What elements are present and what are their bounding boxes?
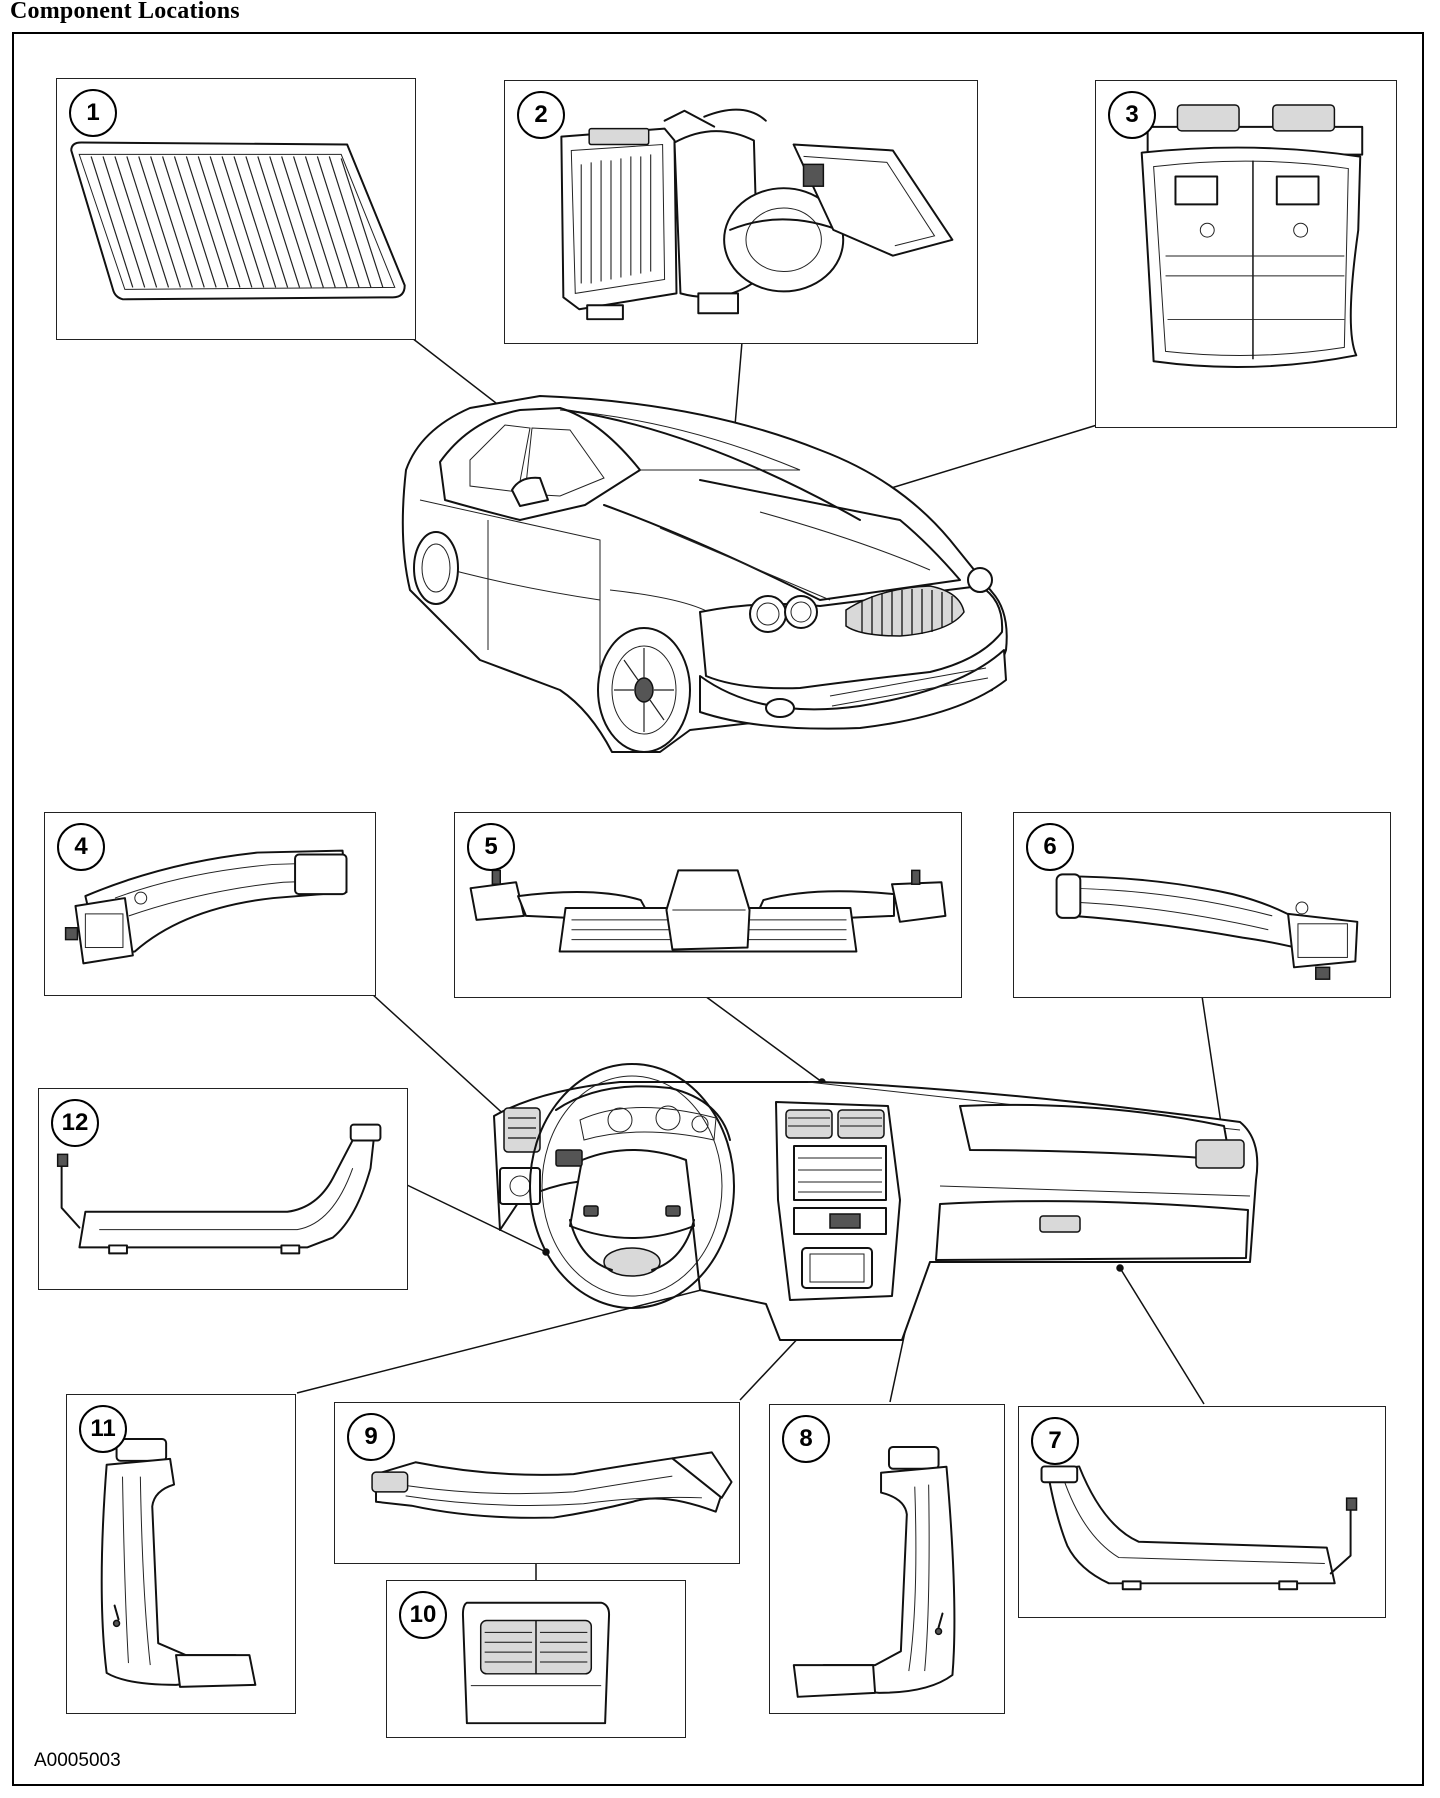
component-panel-6: 6	[1013, 812, 1391, 998]
component-panel-8: 8	[769, 1404, 1005, 1714]
component-panel-3: 3	[1095, 80, 1397, 428]
page-heading: Component Locations	[10, 0, 240, 24]
callout-2: 2	[517, 91, 565, 139]
component-panel-12: 12	[38, 1088, 408, 1290]
leader-line-7	[1119, 1267, 1205, 1405]
console-floor-duct-drawing	[371, 1451, 733, 1519]
component-panel-4: 4	[44, 812, 376, 996]
passenger-register-duct-drawing	[1055, 873, 1359, 980]
diagram-frame	[12, 32, 1424, 1786]
driver-register-duct-drawing	[64, 849, 348, 965]
callout-5: 5	[467, 823, 515, 871]
callout-7: 7	[1031, 1417, 1079, 1465]
air-inlet-duct-drawing	[1140, 104, 1364, 368]
callout-10: 10	[399, 1591, 447, 1639]
callout-6: 6	[1026, 823, 1074, 871]
callout-9: 9	[347, 1413, 395, 1461]
leader-line-12	[406, 1184, 547, 1253]
component-panel-2: 2	[504, 80, 978, 344]
hvac-housing-drawing	[560, 108, 954, 321]
callout-3: 3	[1108, 91, 1156, 139]
component-panel-9: 9	[334, 1402, 740, 1564]
callout-1: 1	[69, 89, 117, 137]
left-floor-duct-drawing	[56, 1123, 382, 1255]
component-panel-1: 1	[56, 78, 416, 340]
right-rear-duct-drawing	[792, 1445, 956, 1698]
callout-8: 8	[782, 1415, 830, 1463]
left-rear-duct-drawing	[100, 1438, 257, 1688]
component-panel-5: 5	[454, 812, 962, 998]
leader-dot-7	[1116, 1264, 1124, 1272]
right-floor-duct-drawing	[1040, 1465, 1358, 1591]
leader-line-6	[1201, 995, 1223, 1131]
callout-12: 12	[51, 1099, 99, 1147]
figure-code: A0005003	[34, 1750, 121, 1771]
rear-console-register-drawing	[461, 1601, 611, 1725]
leader-line-5	[704, 995, 823, 1083]
callout-11: 11	[79, 1405, 127, 1453]
component-panel-11: 11	[66, 1394, 296, 1714]
defroster-nozzle-drawing	[469, 869, 947, 953]
leader-line-11	[296, 1274, 761, 1394]
callout-4: 4	[57, 823, 105, 871]
cabin-air-filter-drawing	[70, 141, 406, 301]
component-panel-7: 7	[1018, 1406, 1386, 1618]
component-panel-10: 10	[386, 1580, 686, 1738]
